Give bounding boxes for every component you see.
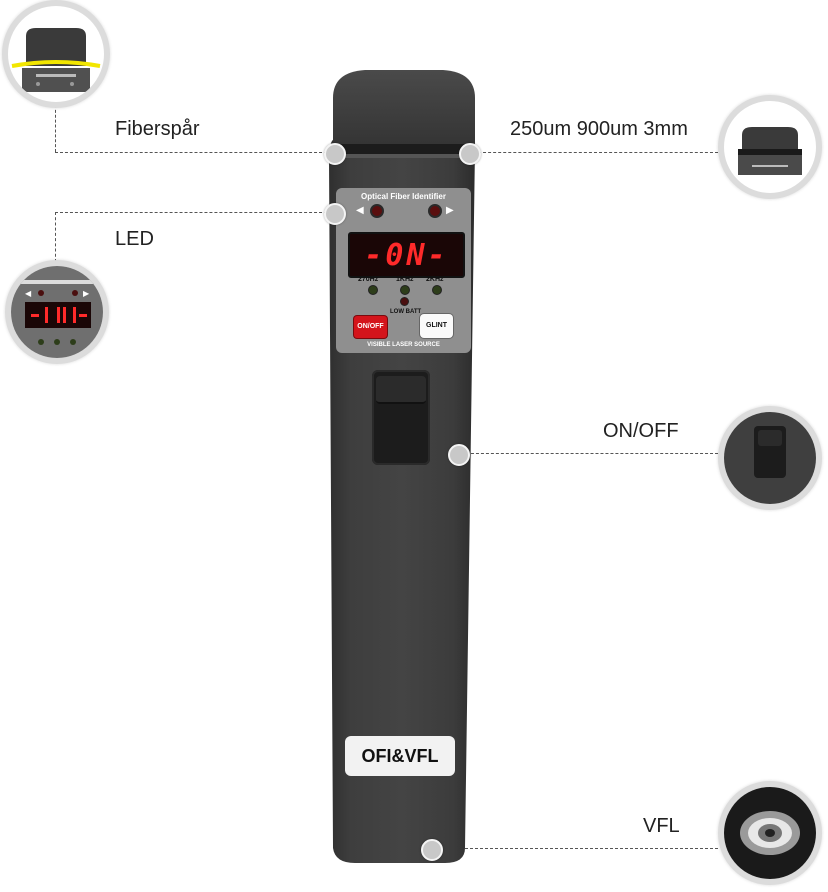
led-leader-horizontal [55,212,327,213]
power-leader [466,453,718,454]
vfl-detail-image [718,781,822,885]
freq-label-270hz: 270Hz [358,276,379,283]
right-direction-led [428,204,442,218]
freq-led-2khz [432,285,442,295]
svg-text:▶: ▶ [83,289,90,298]
fiber-slot-dot [324,143,346,165]
visible-laser-source-label: VISIBLE LASER SOURCE [367,342,440,348]
fiber-slot-detail-image [2,0,110,108]
model-label: OFI&VFL [345,736,455,776]
svg-text:◀: ◀ [25,289,32,298]
vfl-leader [440,848,718,849]
glint-button[interactable]: GLINT [420,314,453,338]
led-display: -0N- [348,232,465,278]
power-slide-knob [376,376,426,404]
freq-label-2khz: 2KHz [426,276,444,283]
on-off-button[interactable]: ON/OFF [354,316,387,338]
freq-led-270hz [368,285,378,295]
fiber-sizes-leader [478,152,718,153]
left-direction-icon: ◀ [356,205,364,216]
freq-led-1khz [400,285,410,295]
fiber-slot-leader-horizontal [55,152,327,153]
led-label: LED [115,228,154,250]
vfl-dot [421,839,443,861]
freq-label-1khz: 1KHz [396,276,414,283]
led-detail-image: ◀ ▶ [5,260,109,364]
panel-title: Optical Fiber Identifier [361,192,446,201]
fiber-sizes-detail-image [718,95,822,199]
fiber-sizes-label: 250um 900um 3mm [510,118,688,140]
led-dot [324,203,346,225]
power-dot [448,444,470,466]
power-label: ON/OFF [603,420,679,442]
fiber-sizes-dot [459,143,481,165]
fiber-slot-label: Fiberspår [115,118,200,140]
fiber-slot-leader-vertical [55,105,56,152]
led-display-text: -0N- [364,238,449,273]
low-batt-led [400,297,409,306]
led-leader-vertical [55,212,56,262]
right-direction-icon: ▶ [446,205,454,216]
left-direction-led [370,204,384,218]
vfl-label: VFL [643,815,680,837]
power-switch-detail-image [718,406,822,510]
low-batt-label: LOW BATT [390,309,422,315]
power-slide-switch[interactable] [372,370,430,465]
